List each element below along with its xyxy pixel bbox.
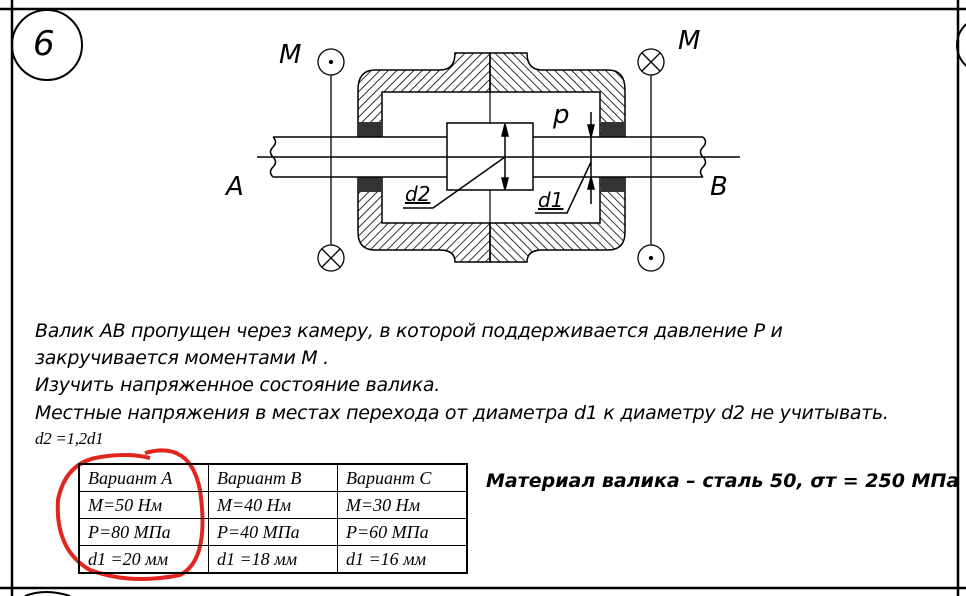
problem-number-circle xyxy=(11,9,83,81)
table-cell: P=40 МПа xyxy=(208,518,338,546)
table-header-row: Вариант A Вариант B Вариант C xyxy=(78,463,468,492)
material-text: Материал валика – сталь 50, σт = 250 МПа xyxy=(486,470,960,492)
table-cell: d1 =18 мм xyxy=(208,545,338,574)
table-row: d1 =20 мм d1 =18 мм d1 =16 мм xyxy=(78,545,468,574)
variants-table: Вариант A Вариант B Вариант C M=50 Нм M=… xyxy=(78,463,468,574)
table-cell: d1 =20 мм xyxy=(78,545,209,574)
problem-number: 6 xyxy=(33,24,55,64)
label-d1: d1 xyxy=(538,188,564,212)
table-row: M=50 Нм M=40 Нм M=30 Нм xyxy=(78,491,468,519)
dimension-d2 xyxy=(403,123,509,209)
table-header-cell: Вариант A xyxy=(78,463,209,492)
table-row: P=80 МПа P=40 МПа P=60 МПа xyxy=(78,518,468,546)
problem-text-line-1: Валик AB пропущен через камеру, в которо… xyxy=(35,320,783,342)
label-pressure: p xyxy=(553,100,570,130)
label-d2: d2 xyxy=(405,182,431,206)
label-moment-left: M xyxy=(279,40,302,70)
seal xyxy=(358,177,382,192)
moment-left xyxy=(317,48,345,272)
table-cell: P=80 МПа xyxy=(78,518,209,546)
seal xyxy=(601,177,625,192)
problem-text-line-4: Местные напряжения в местах перехода от … xyxy=(35,402,889,424)
table-cell: P=60 МПа xyxy=(337,518,468,546)
table-cell: M=30 Нм xyxy=(337,491,468,519)
shaft-ab xyxy=(257,122,740,191)
seal xyxy=(601,122,625,137)
seal xyxy=(358,122,382,137)
table-header-cell: Вариант B xyxy=(208,463,338,492)
table-cell: M=50 Нм xyxy=(78,491,209,519)
label-end-b: B xyxy=(710,172,728,202)
table-cell: d1 =16 мм xyxy=(337,545,468,574)
table-header-cell: Вариант C xyxy=(337,463,468,492)
problem-text-line-3: Изучить напряженное состояние валика. xyxy=(35,374,440,396)
label-moment-right: M xyxy=(678,26,701,56)
problem-text-line-2: закручивается моментами M . xyxy=(35,347,329,369)
problem-text-line-5: d2 =1,2d1 xyxy=(35,429,104,448)
table-cell: M=40 Нм xyxy=(208,491,338,519)
label-end-a: A xyxy=(226,172,244,202)
moment-right xyxy=(637,48,665,272)
dimension-d1 xyxy=(535,112,595,214)
